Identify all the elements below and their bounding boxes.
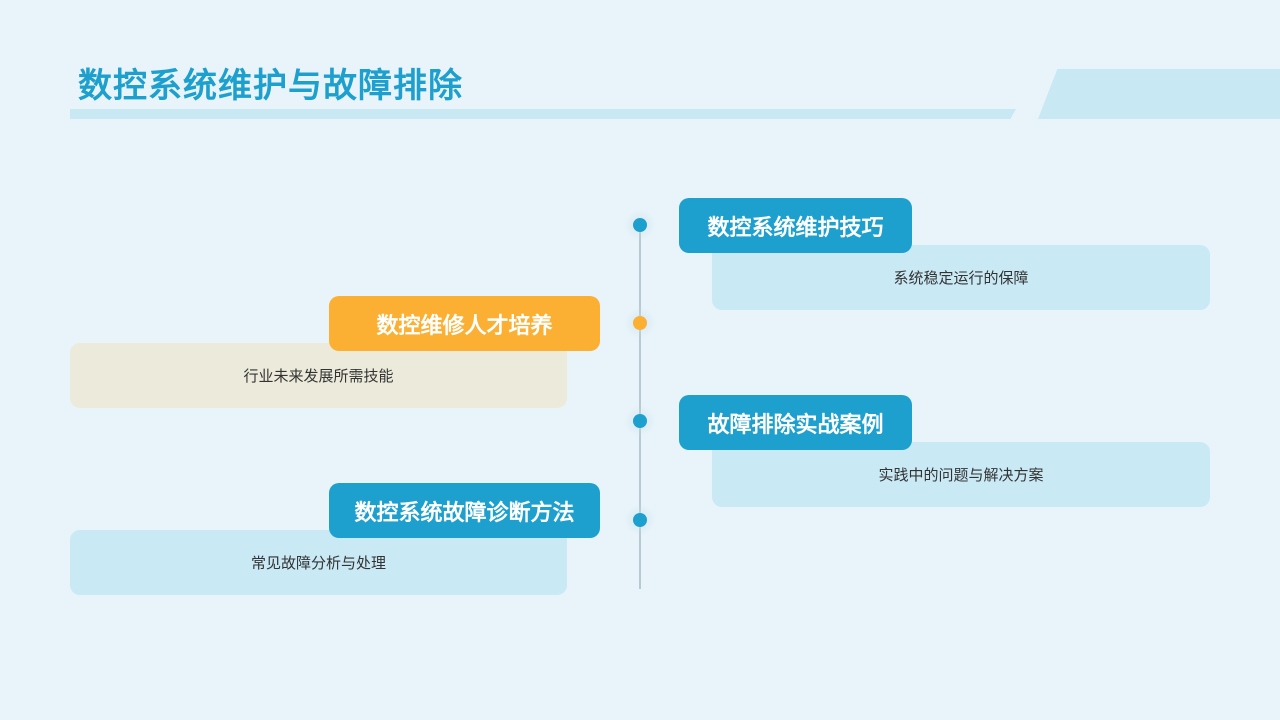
timeline-heading-3: 故障排除实战案例 — [679, 395, 912, 450]
timeline-dot-2 — [633, 316, 647, 330]
page-title: 数控系统维护与故障排除 — [78, 66, 463, 106]
timeline-dot-4 — [633, 513, 647, 527]
timeline-description-4: 常见故障分析与处理 — [70, 530, 567, 595]
timeline-description-3: 实践中的问题与解决方案 — [712, 442, 1210, 507]
timeline-heading-2: 数控维修人才培养 — [329, 296, 600, 351]
timeline-dot-1 — [633, 218, 647, 232]
timeline-heading-4: 数控系统故障诊断方法 — [329, 483, 600, 538]
corner-decoration — [1038, 69, 1280, 119]
timeline-description-2: 行业未来发展所需技能 — [70, 343, 567, 408]
timeline-description-1: 系统稳定运行的保障 — [712, 245, 1210, 310]
timeline-heading-1: 数控系统维护技巧 — [679, 198, 912, 253]
timeline-dot-3 — [633, 414, 647, 428]
title-underline — [70, 109, 1016, 119]
